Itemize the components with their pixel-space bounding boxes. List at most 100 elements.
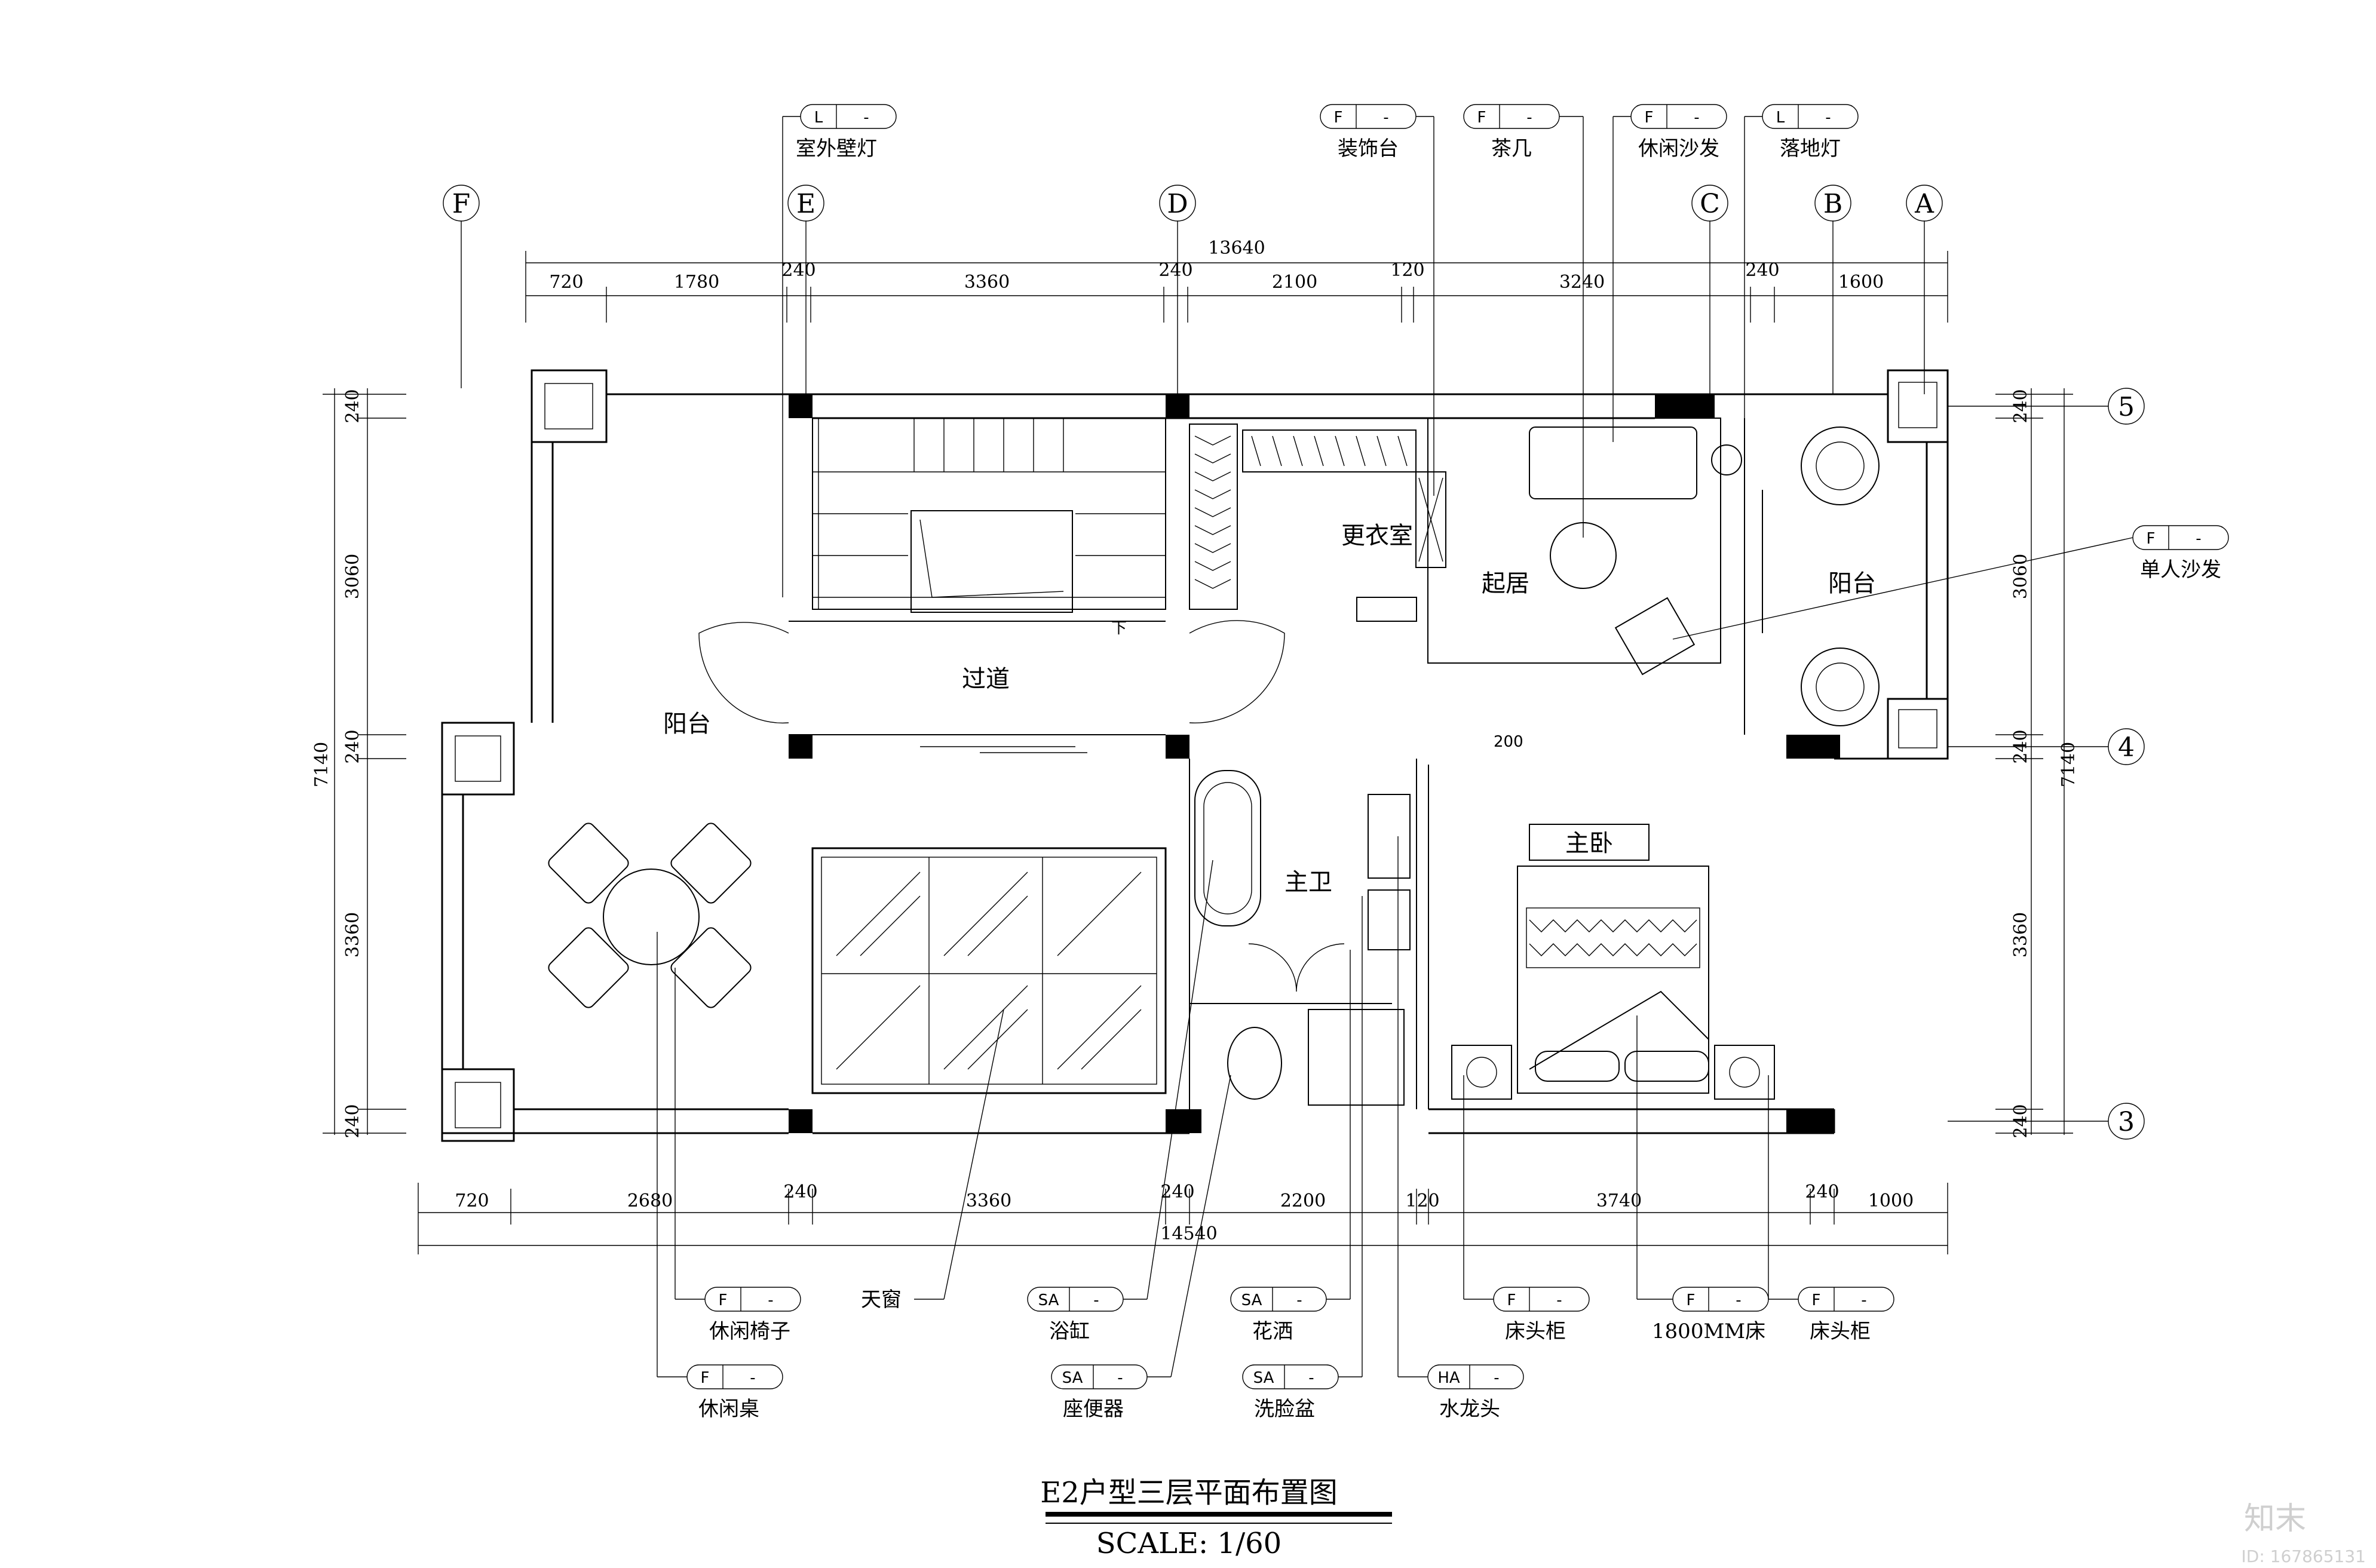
svg-text:3060: 3060 <box>2010 554 2031 599</box>
stair-down-label: 下 <box>1111 619 1127 637</box>
svg-text:240: 240 <box>783 1182 817 1202</box>
callout-leisure-table: F - 休闲桌 <box>657 932 783 1421</box>
svg-text:装饰台: 装饰台 <box>1338 137 1399 161</box>
svg-text:240: 240 <box>1745 260 1779 281</box>
grid-axis-3: 3 <box>1948 1103 2145 1140</box>
svg-text:床头柜: 床头柜 <box>1810 1320 1871 1343</box>
structural-columns <box>789 394 1840 1133</box>
svg-text:SA: SA <box>1062 1369 1083 1387</box>
svg-text:720: 720 <box>549 272 583 293</box>
svg-text:B: B <box>1823 189 1842 219</box>
svg-text:F: F <box>2147 530 2156 548</box>
svg-text:14540: 14540 <box>1160 1223 1217 1244</box>
grid-axis-d: D <box>1159 185 1196 394</box>
svg-text:花洒: 花洒 <box>1252 1320 1293 1343</box>
right-balcony: 阳台 <box>1744 418 1880 735</box>
svg-text:-: - <box>1494 1369 1499 1387</box>
svg-text:-: - <box>1736 1291 1741 1309</box>
callout-skylight: 天窗 <box>861 1009 1004 1312</box>
callout-tea-table: F - 茶几 <box>1463 104 1584 538</box>
svg-text:落地灯: 落地灯 <box>1780 137 1841 161</box>
grid-axis-c: C <box>1691 185 1728 394</box>
svg-text:F: F <box>1507 1291 1516 1309</box>
svg-text:A: A <box>1914 189 1934 219</box>
svg-text:D: D <box>1167 189 1188 219</box>
callout-toilet: SA - 座便器 <box>1051 1075 1231 1421</box>
grid-axis-a: A <box>1906 185 1943 394</box>
room-master-bath-label: 主卫 <box>1284 869 1332 896</box>
callout-leisure-chair: F - 休闲椅子 <box>675 968 801 1343</box>
passage-area: 过道 <box>698 620 1285 753</box>
room-master-bedroom-label: 主卧 <box>1565 830 1613 857</box>
svg-text:120: 120 <box>1405 1190 1439 1211</box>
svg-text:3360: 3360 <box>966 1190 1011 1211</box>
svg-text:3: 3 <box>2118 1107 2135 1137</box>
svg-text:1000: 1000 <box>1868 1190 1914 1211</box>
svg-text:-: - <box>1308 1369 1314 1387</box>
svg-text:-: - <box>1093 1291 1099 1309</box>
svg-text:7140: 7140 <box>311 742 332 787</box>
svg-text:240: 240 <box>342 389 363 423</box>
master-bath: 主卫 <box>1189 759 1417 1109</box>
svg-text:3060: 3060 <box>342 554 363 599</box>
room-passage-label: 过道 <box>962 665 1010 693</box>
svg-text:240: 240 <box>1805 1182 1839 1202</box>
svg-text:浴缸: 浴缸 <box>1049 1320 1090 1343</box>
right-dimensions: 7140 240 3060 240 3360 240 <box>1995 388 2079 1139</box>
svg-text:SA: SA <box>1038 1291 1059 1309</box>
svg-text:1800MM床: 1800MM床 <box>1652 1320 1765 1343</box>
callout-nightstand-right: F - 床头柜 <box>1768 1075 1894 1343</box>
callout-single-sofa: F - 单人沙发 <box>1672 525 2229 640</box>
exterior-walls <box>441 369 1949 1134</box>
svg-text:2100: 2100 <box>1272 272 1317 293</box>
svg-text:-: - <box>1694 109 1699 127</box>
svg-text:休闲沙发: 休闲沙发 <box>1638 137 1719 161</box>
svg-text:5: 5 <box>2118 392 2135 422</box>
bottom-dimensions: 720 2680 240 3360 240 2200 120 3740 240 … <box>418 1182 1948 1254</box>
living-room: 起居 <box>1415 418 1742 676</box>
svg-text:SA: SA <box>1241 1291 1262 1309</box>
top-dimensions: 13640 720 1780 240 3360 240 2100 120 324… <box>525 238 1948 323</box>
svg-text:-: - <box>1825 109 1831 127</box>
svg-text:F: F <box>719 1291 728 1309</box>
room-dressing-label: 更衣室 <box>1341 522 1413 550</box>
room-living-label: 起居 <box>1482 570 1529 597</box>
svg-text:F: F <box>701 1369 710 1387</box>
svg-text:120: 120 <box>1390 260 1424 281</box>
svg-text:2680: 2680 <box>627 1190 673 1211</box>
svg-text:240: 240 <box>2010 1104 2031 1138</box>
svg-text:240: 240 <box>2010 389 2031 423</box>
title-block: E2户型三层平面布置图 SCALE: 1/60 <box>1040 1476 1392 1560</box>
svg-text:3360: 3360 <box>964 272 1010 293</box>
skylight <box>811 847 1167 1094</box>
svg-text:F: F <box>1812 1291 1821 1309</box>
svg-text:HA: HA <box>1437 1369 1460 1387</box>
svg-text:240: 240 <box>1158 260 1192 281</box>
grid-axis-e: E <box>787 185 824 394</box>
svg-text:F: F <box>1477 109 1486 127</box>
svg-text:4: 4 <box>2118 732 2135 763</box>
svg-text:洗脸盆: 洗脸盆 <box>1254 1397 1315 1421</box>
svg-text:-: - <box>863 109 869 127</box>
svg-text:3360: 3360 <box>342 912 363 958</box>
svg-text:240: 240 <box>1160 1182 1194 1202</box>
svg-text:SA: SA <box>1253 1369 1274 1387</box>
left-dimensions: 7140 240 3060 240 3360 240 <box>311 388 406 1139</box>
svg-text:F: F <box>1687 1291 1696 1309</box>
svg-text:水龙头: 水龙头 <box>1439 1397 1500 1421</box>
svg-text:7140: 7140 <box>2058 742 2079 787</box>
svg-text:床头柜: 床头柜 <box>1505 1320 1566 1343</box>
dimension-200-label: 200 <box>1494 733 1523 751</box>
grid-axes-horizontal: F E D C B A <box>443 185 1943 394</box>
svg-text:座便器: 座便器 <box>1063 1397 1124 1421</box>
left-balcony: 阳台 <box>548 710 752 1008</box>
svg-text:L: L <box>814 109 823 127</box>
svg-text:L: L <box>1776 109 1785 127</box>
callout-decor-table: F - 装饰台 <box>1320 104 1434 496</box>
svg-text:F: F <box>452 189 471 219</box>
callouts-top: L - 室外壁灯 F - 装饰台 F - 茶几 <box>782 104 2229 640</box>
callout-nightstand-left: F - 床头柜 <box>1463 1075 1590 1343</box>
grid-axis-4: 4 <box>1948 728 2145 765</box>
svg-text:-: - <box>1861 1291 1866 1309</box>
